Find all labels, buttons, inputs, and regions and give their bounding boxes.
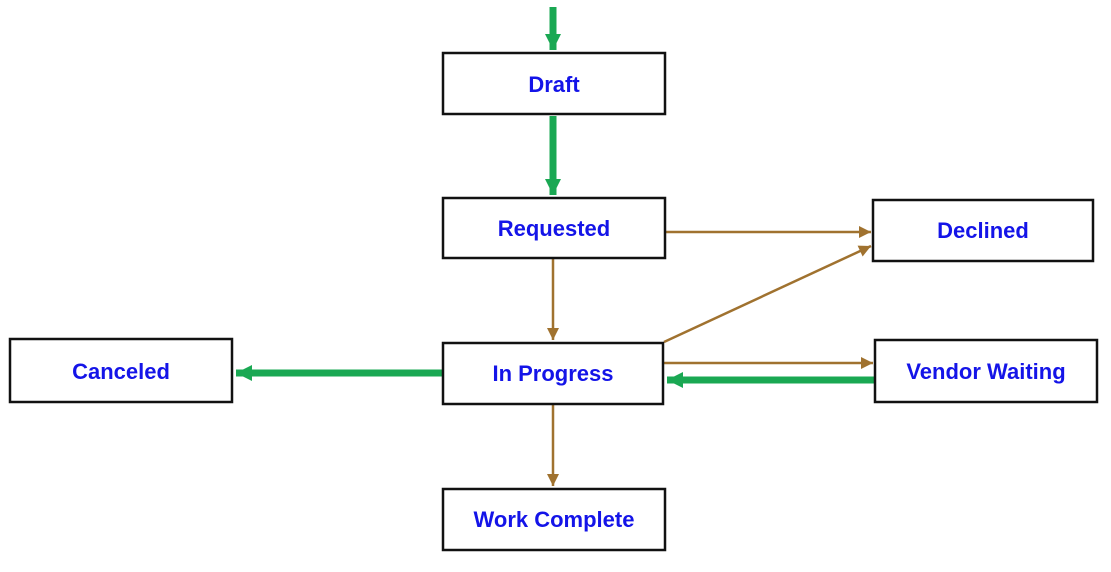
node-requested: Requested bbox=[441, 196, 667, 260]
node-draft-label: Draft bbox=[528, 72, 580, 97]
node-vendor-waiting-label: Vendor Waiting bbox=[906, 359, 1065, 384]
node-requested-label: Requested bbox=[498, 216, 610, 241]
node-draft: Draft bbox=[441, 51, 667, 116]
node-canceled: Canceled bbox=[8, 337, 234, 404]
node-work-complete-label: Work Complete bbox=[474, 507, 635, 532]
node-work-complete: Work Complete bbox=[441, 487, 667, 552]
node-declined: Declined bbox=[871, 198, 1095, 263]
node-in-progress: In Progress bbox=[441, 341, 665, 406]
node-canceled-label: Canceled bbox=[72, 359, 170, 384]
node-in-progress-label: In Progress bbox=[492, 361, 613, 386]
node-vendor-waiting: Vendor Waiting bbox=[873, 338, 1099, 404]
edge-in-progress-to-declined bbox=[663, 244, 872, 344]
node-declined-label: Declined bbox=[937, 218, 1029, 243]
